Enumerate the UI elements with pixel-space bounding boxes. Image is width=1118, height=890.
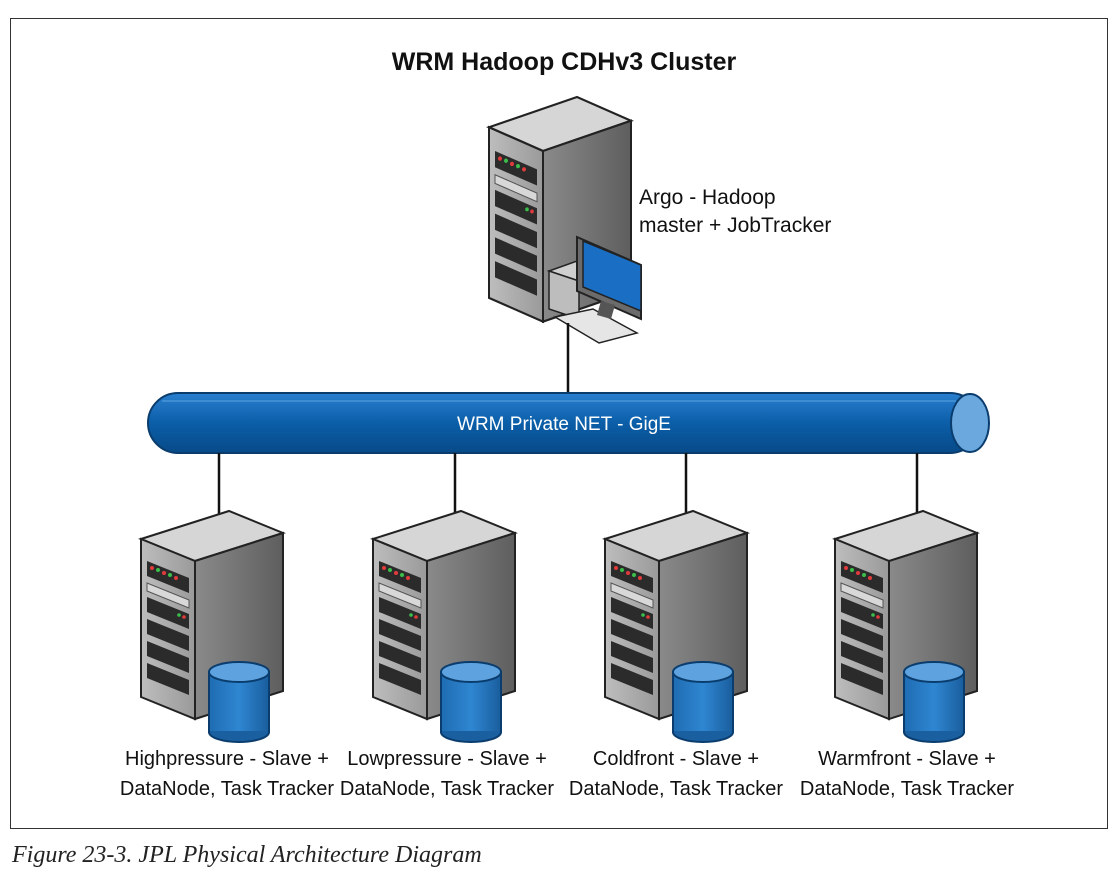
node-highpressure: Highpressure - Slave + DataNode, Task Tr… [120, 510, 335, 800]
network-pipe [147, 392, 990, 454]
master-label-line2: master + JobTracker [639, 214, 831, 237]
disk-icon [208, 661, 270, 743]
node-label-line1: Warmfront - Slave + [818, 748, 996, 770]
node-label-line1: Highpressure - Slave + [125, 748, 329, 770]
diagram-frame: WRM Hadoop CDHv3 Cluster Argo - Hadoop m… [10, 18, 1108, 829]
node-label-line2: DataNode, Task Tracker [800, 778, 1015, 800]
node-label-line2: DataNode, Task Tracker [120, 778, 335, 800]
node-warmfront: Warmfront - Slave + DataNode, Task Track… [800, 510, 1015, 800]
node-label-line2: DataNode, Task Tracker [340, 778, 555, 800]
node-label-line1: Lowpressure - Slave + [347, 748, 547, 770]
master-label-line1: Argo - Hadoop [639, 186, 776, 209]
node-label-line2: DataNode, Task Tracker [569, 778, 784, 800]
node-lowpressure: Lowpressure - Slave + DataNode, Task Tra… [340, 510, 555, 800]
figure-caption: Figure 23-3. JPL Physical Architecture D… [12, 842, 482, 868]
disk-icon [440, 661, 502, 743]
node-label-line1: Coldfront - Slave + [593, 748, 759, 770]
workstation-monitor-icon [546, 235, 642, 344]
diagram-title: WRM Hadoop CDHv3 Cluster [392, 48, 737, 76]
architecture-diagram: WRM Hadoop CDHv3 Cluster Argo - Hadoop m… [120, 48, 1015, 800]
disk-icon [672, 661, 734, 743]
network-label: WRM Private NET - GigE [457, 414, 671, 435]
disk-icon [903, 661, 965, 743]
node-coldfront: Coldfront - Slave + DataNode, Task Track… [569, 510, 784, 800]
